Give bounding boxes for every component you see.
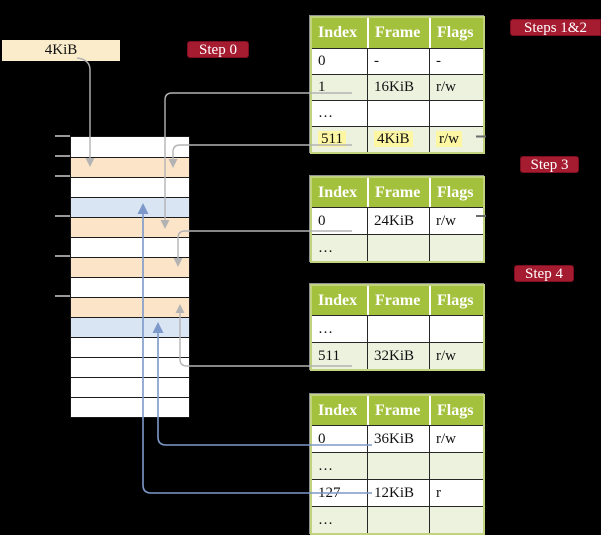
memory-row-3-blue [71,197,189,217]
table-cell: 511 [318,348,340,364]
frame-size-label: 4KiB [44,42,78,58]
table-cell: r/w [429,343,483,369]
table-cell [429,316,483,342]
table-header-cell-flags: Flags [429,178,483,207]
table-header-cell-frame: Frame [367,396,429,425]
memory-row-11-white [71,357,189,377]
memory-row-4-orange [71,217,189,237]
table-header-cell-flags: Flags [429,396,483,425]
table-cell: 0 [318,431,326,447]
memory-row-6-orange [71,257,189,277]
table-row-0: 0 -- [312,49,483,74]
memory-row-2-white [71,177,189,197]
memory-row-7-white [71,277,189,297]
address-tick-0 [55,135,70,137]
address-tick-3 [55,215,70,217]
address-tick-5 [55,295,70,297]
table-row-…: … [312,100,483,126]
memory-column [70,136,190,418]
table-cell: r/w [429,127,483,152]
table-cell: 24KiB [367,208,429,234]
table-cell: 16KiB [367,75,429,100]
badge-step-4: Step 4 [514,265,574,282]
table-cell: 511 [312,127,367,152]
table-header-cell-frame: Frame [367,178,429,207]
table-cell [429,507,483,533]
table-cell: 4KiB [367,127,429,152]
table-cell: … [318,240,333,256]
table-header-cell-index: Index [318,402,358,419]
memory-row-10-white [71,337,189,357]
table-row-…: … [312,452,483,479]
badge-steps-1-2: Steps 1&2 [510,19,601,36]
table-cell [367,316,429,342]
table-cell: 1 [318,79,326,95]
address-tick-4 [55,255,70,257]
table-cell: - [367,49,429,74]
table-cell [429,453,483,479]
table-cell: r/w [429,208,483,234]
highlighted-value: 4KiB [374,131,413,147]
table-cell: r/w [429,426,483,452]
table-header-cell-index: Index [318,292,358,309]
table-cell [367,453,429,479]
table-cell [429,101,483,126]
table-cell [367,235,429,261]
table-cell: … [318,512,333,528]
table-cell: r [429,480,483,506]
table-cell: - [429,49,483,74]
table-cell: 127 [318,485,341,501]
table-cell: 32KiB [367,343,429,369]
badge-step-3: Step 3 [520,156,579,173]
table-cell: 36KiB [367,426,429,452]
table-header-cell-index: Index [318,184,358,201]
table-row-…: … [312,234,483,261]
table-cell: … [318,458,333,474]
memory-row-5-white [71,237,189,257]
address-tick-1 [55,155,70,157]
table-cell [367,101,429,126]
table-row-…: … [312,316,483,342]
highlighted-value: 511 [318,131,346,147]
table-row-511: 511 4KiB r/w [312,126,483,152]
table-cell: 0 [318,213,326,229]
table-header-cell-frame: Frame [367,286,429,315]
table-cell [429,235,483,261]
memory-row-9-blue [71,317,189,337]
table-row-…: … [312,506,483,533]
table-cell: 0 [318,53,326,69]
badge-step-0: Step 0 [187,41,249,58]
frame-size-box: 4KiB [2,40,120,61]
highlighted-value: r/w [436,131,462,147]
table-header-cell-flags: Flags [429,18,483,48]
address-tick-2 [55,175,70,177]
memory-row-12-white [71,377,189,397]
table-cell: … [318,105,333,121]
memory-row-1-orange [71,157,189,177]
table-header-cell-index: Index [318,24,358,41]
memory-row-13-white [71,397,189,417]
memory-row-8-orange [71,297,189,317]
table-cell [367,507,429,533]
table-header-cell-flags: Flags [429,286,483,315]
table-cell: … [318,321,333,337]
memory-row-0-white [71,137,189,157]
table-cell: r/w [429,75,483,100]
table-header-cell-frame: Frame [367,18,429,48]
table-cell: 12KiB [367,480,429,506]
